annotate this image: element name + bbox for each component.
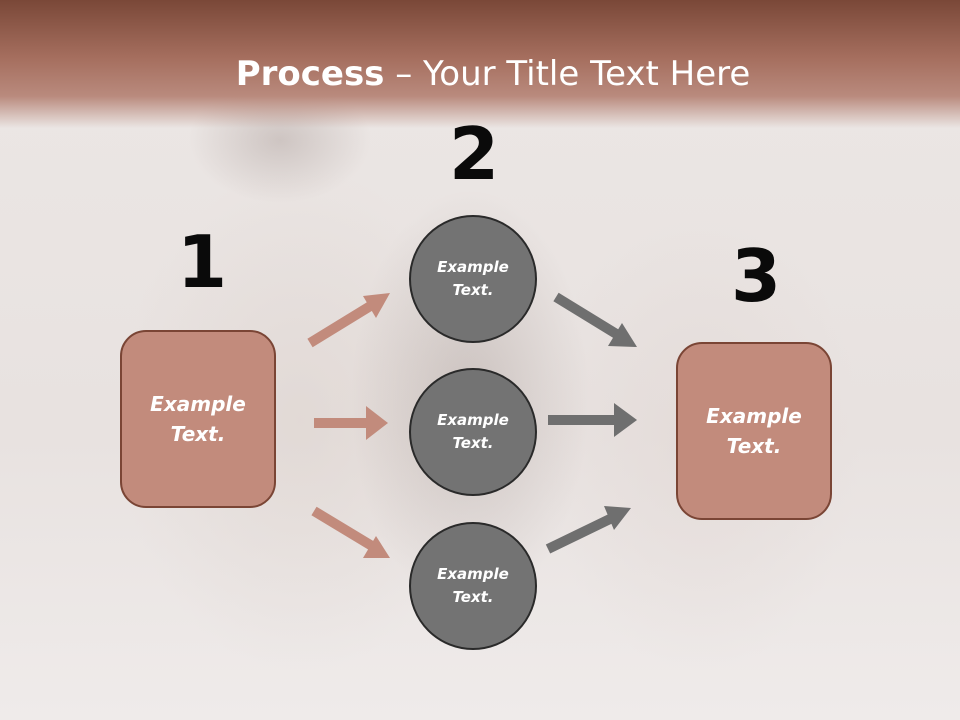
arrow-middle-to-right [548, 403, 637, 437]
circle-top: Example Text. [409, 215, 537, 343]
title-rest: – Your Title Text Here [384, 54, 751, 94]
slide-title: Process – Your Title Text Here [0, 52, 960, 96]
circle-top-text: Example Text. [437, 258, 509, 299]
left-process-box: Example Text. [120, 330, 276, 508]
title-band [0, 0, 960, 128]
arrow-top-to-right [553, 292, 637, 347]
arrow-left-to-top [307, 293, 390, 348]
arrow-left-to-bottom [311, 506, 390, 558]
step-number-1: 1 [177, 220, 228, 304]
circle-bottom-text: Example Text. [437, 565, 509, 606]
circle-bottom: Example Text. [409, 522, 537, 650]
arrow-left-to-middle [314, 406, 388, 440]
step-number-2: 2 [449, 112, 500, 196]
arrow-bottom-to-right [545, 506, 631, 554]
circle-middle: Example Text. [409, 368, 537, 496]
title-bold: Process [235, 54, 385, 94]
left-box-text: Example Text. [150, 392, 246, 446]
circle-middle-text: Example Text. [437, 411, 509, 452]
step-number-3: 3 [731, 234, 782, 318]
right-box-text: Example Text. [706, 404, 802, 458]
right-process-box: Example Text. [676, 342, 832, 520]
